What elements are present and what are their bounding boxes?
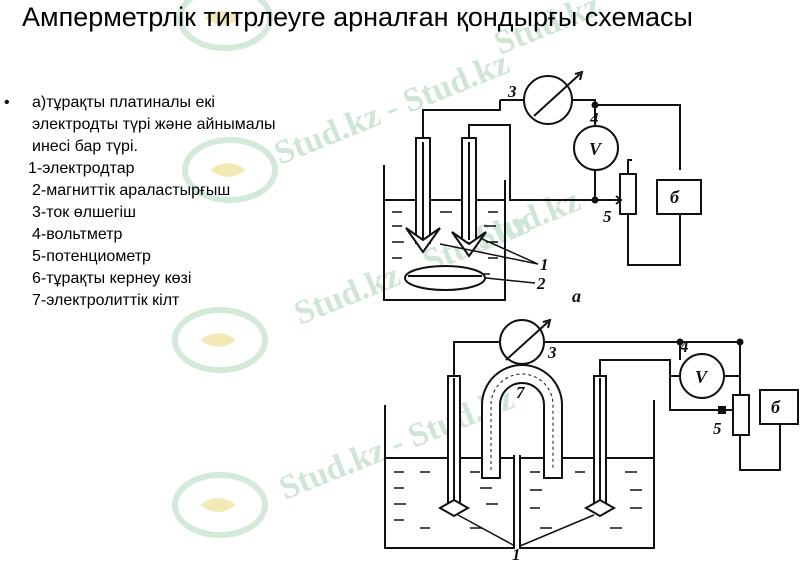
beaker-b-left <box>384 405 515 549</box>
bullet-marker: • <box>4 94 10 111</box>
list-item: 7-электролиттік кілт <box>32 292 180 309</box>
potentiometer-a <box>619 173 637 215</box>
source-symbol-b: б <box>771 397 781 417</box>
label-5-a: 5 <box>603 207 612 226</box>
list-item: 2-магниттік араластырғыш <box>32 182 231 199</box>
magnetic-stirrer-a <box>404 265 486 291</box>
voltage-source-b <box>759 389 799 425</box>
list-item: 5-потенциометр <box>32 248 151 265</box>
label-3-b: 3 <box>547 343 557 362</box>
list-item: 3-ток өлшегіш <box>32 204 136 221</box>
label-2-a: 2 <box>536 274 546 293</box>
bullet-intro: а)тұрақты платиналы екі электродты түрі … <box>32 92 334 158</box>
electrolytic-key <box>481 364 563 479</box>
label-4-a: 4 <box>589 109 599 128</box>
label-4-b: 4 <box>679 337 689 356</box>
list-item: 4-вольтметр <box>32 226 123 243</box>
intro-line: а)тұрақты платиналы екі <box>32 94 215 111</box>
intro-line: электродты түрі және айнымалы <box>32 116 276 133</box>
voltmeter-symbol-b: V <box>695 367 709 387</box>
source-symbol-a: б <box>670 187 680 207</box>
list-item: 6-тұрақты кернеу көзі <box>32 270 192 287</box>
label-5-b: 5 <box>713 419 722 438</box>
intro-line: инесі бар түрі. <box>32 138 138 155</box>
ammeter-b <box>499 319 545 365</box>
voltage-source-a <box>656 179 702 215</box>
beaker-b-right <box>519 400 655 549</box>
caption-a: а <box>572 286 581 306</box>
diagram-b <box>384 318 799 549</box>
ammeter-a <box>523 75 573 125</box>
legend-list: 1-электродтар 2-магниттік араластырғыш 3… <box>4 158 334 312</box>
label-1-b: 1 <box>512 545 521 564</box>
label-1-a: 1 <box>540 255 549 274</box>
list-item: 1-электродтар <box>28 160 135 177</box>
slide-title: Амперметрлік титрлеуге арналған қондырғы… <box>22 2 693 32</box>
solution-a <box>392 211 498 275</box>
label-3-a: 3 <box>507 82 517 101</box>
beaker-a <box>383 165 506 301</box>
potentiometer-b <box>732 394 750 436</box>
solution-b <box>394 471 642 529</box>
voltmeter-a <box>573 125 619 171</box>
label-7-b: 7 <box>516 383 526 402</box>
voltmeter-symbol-a: V <box>589 139 603 159</box>
bullet-block: • а)тұрақты платиналы екі электродты түр… <box>4 92 334 312</box>
diagram-a <box>383 70 702 301</box>
